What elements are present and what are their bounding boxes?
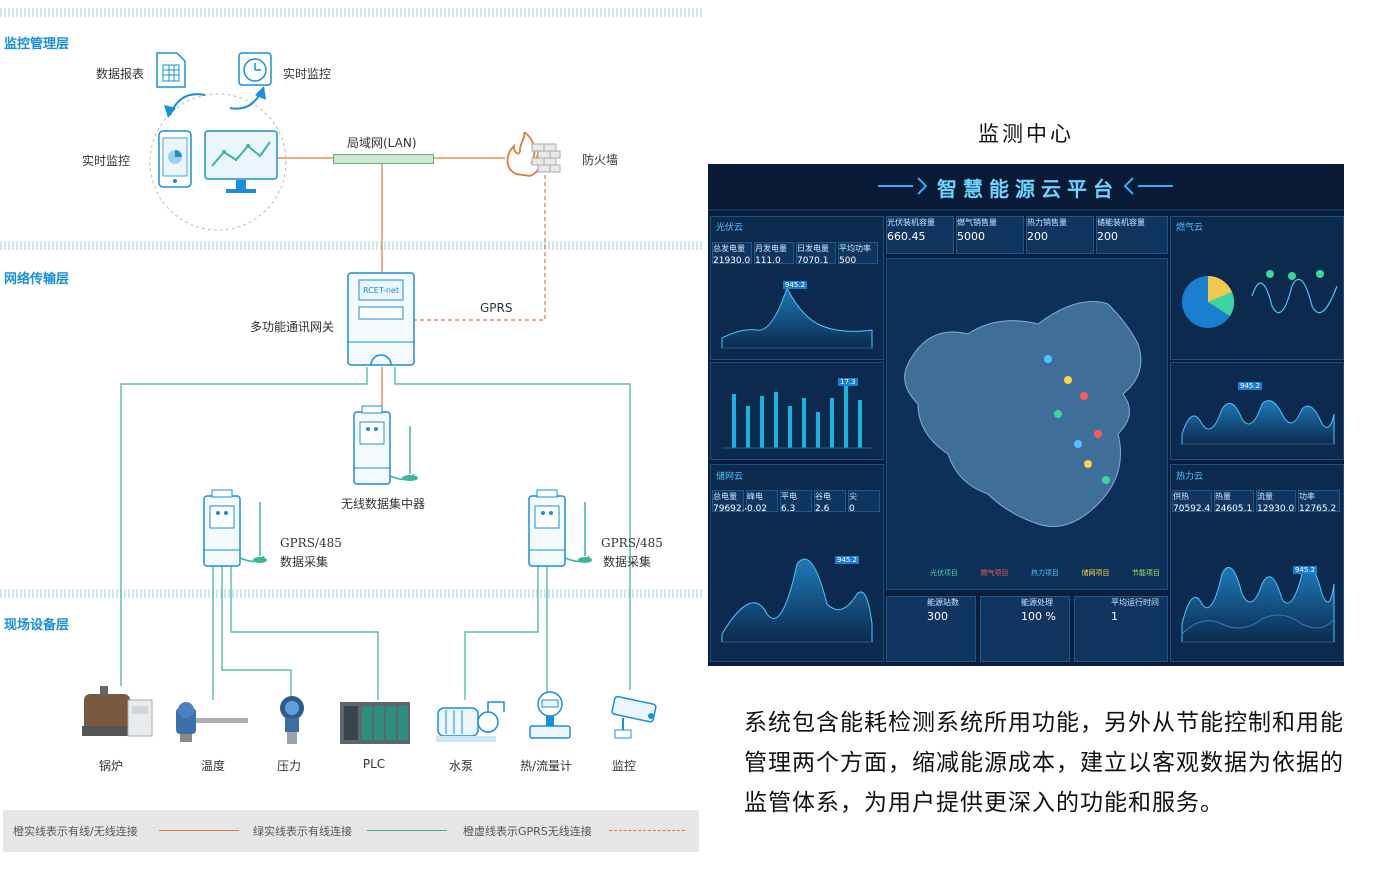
gas-panel-title: 燃气云 bbox=[1176, 223, 1204, 233]
pv-bar-peak-label: 17.3 bbox=[838, 378, 858, 386]
map-legend: 光伏项目 燃气项目 热力项目 储网项目 节能项目 bbox=[930, 568, 1160, 578]
layer-divider bbox=[0, 589, 703, 598]
pv-peak-label: 945.2 bbox=[783, 281, 808, 289]
layer-title-network: 网络传输层 bbox=[4, 272, 70, 287]
pv-area-chart bbox=[721, 286, 873, 349]
pv-panel-title: 光伏云 bbox=[716, 223, 744, 233]
realtime-label-left: 实时监控 bbox=[82, 154, 131, 168]
concentrator-icon bbox=[353, 405, 418, 485]
collector-left-label-2: 数据采集 bbox=[280, 555, 329, 569]
gas-charts bbox=[1182, 270, 1338, 328]
gateway-device-icon bbox=[347, 272, 415, 366]
device-label-temperature: 温度 bbox=[200, 759, 225, 773]
realtime-label-top: 实时监控 bbox=[283, 67, 332, 81]
gateway-screen-text: RCET-net bbox=[363, 286, 399, 295]
map-legend-item: 燃气项目 bbox=[980, 569, 1009, 577]
dashboard-title: 智慧能源云平台 bbox=[937, 177, 1119, 201]
description-caption: 系统包含能耗检测系统所用功能，另外从节能控制和用能管理两个方面，缩减能源成本，建… bbox=[744, 710, 1344, 816]
device-label-pressure: 压力 bbox=[276, 759, 301, 773]
collector-right-label-2: 数据采集 bbox=[603, 555, 652, 569]
device-label-flow-meter: 热/流量计 bbox=[519, 759, 573, 773]
legend-green-solid-label: 绿实线表示有线连接 bbox=[253, 825, 352, 838]
surveillance-camera-icon bbox=[611, 696, 657, 739]
pv-bar-chart bbox=[722, 386, 872, 449]
temperature-sensor-icon bbox=[176, 702, 248, 742]
legend-green-solid-line bbox=[367, 830, 447, 831]
boiler-icon bbox=[82, 686, 153, 737]
map-legend-item: 节能项目 bbox=[1132, 569, 1160, 577]
device-label-plc: PLC bbox=[362, 757, 386, 771]
device-label-water-pump: 水泵 bbox=[448, 759, 473, 773]
legend-orange-dashed-line bbox=[609, 830, 685, 831]
clock-icon bbox=[238, 52, 272, 86]
monitor-center-title: 监测中心 bbox=[978, 122, 1074, 146]
map-legend-item: 热力项目 bbox=[1031, 569, 1059, 577]
heat-panel-title: 热力云 bbox=[1176, 472, 1204, 482]
heat-area-chart bbox=[1181, 566, 1335, 643]
device-label-camera: 监控 bbox=[611, 759, 636, 773]
lan-label: 局域网(LAN) bbox=[347, 136, 417, 150]
firewall-icon bbox=[506, 132, 561, 177]
collector-right-icon bbox=[528, 489, 592, 567]
pressure-sensor-icon bbox=[280, 696, 304, 744]
gas-area-chart bbox=[1181, 400, 1335, 445]
connection-lines bbox=[120, 86, 631, 700]
dashboard-header-decor bbox=[708, 164, 1344, 212]
report-label: 数据报表 bbox=[96, 67, 145, 81]
grid-panel-title: 储网云 bbox=[716, 472, 744, 482]
map-legend-item: 光伏项目 bbox=[930, 569, 958, 577]
legend-orange-dashed-label: 橙虚线表示GPRS无线连接 bbox=[463, 825, 592, 838]
layer-title-field: 现场设备层 bbox=[4, 618, 70, 633]
desktop-monitor-icon bbox=[204, 130, 278, 193]
collector-left-label-1: GPRS/485 bbox=[280, 536, 342, 550]
heat-peak-label: 945.2 bbox=[1293, 566, 1318, 574]
grid-area-chart bbox=[721, 558, 873, 643]
gprs-label: GPRS bbox=[480, 301, 513, 315]
plc-icon bbox=[340, 702, 410, 744]
firewall-label: 防火墙 bbox=[582, 153, 619, 167]
lan-bar bbox=[333, 154, 434, 164]
collector-right-label-1: GPRS/485 bbox=[601, 536, 663, 550]
legend-bar: 橙实线表示有线/无线连接 绿实线表示有线连接 橙虚线表示GPRS无线连接 bbox=[3, 810, 699, 852]
map-legend-item: 储网项目 bbox=[1081, 569, 1110, 577]
concentrator-label: 无线数据集中器 bbox=[341, 497, 426, 511]
report-icon bbox=[156, 52, 186, 88]
grid-peak-label: 945.2 bbox=[835, 556, 860, 564]
legend-orange-solid-label: 橙实线表示有线/无线连接 bbox=[13, 825, 138, 838]
water-pump-icon bbox=[436, 701, 505, 742]
layer-divider bbox=[0, 241, 703, 250]
collector-left-icon bbox=[203, 489, 267, 567]
china-map bbox=[904, 301, 1142, 527]
gas-peak-label: 945.2 bbox=[1238, 382, 1263, 390]
layer-title-monitor: 监控管理层 bbox=[4, 37, 70, 52]
layer-divider bbox=[0, 8, 703, 17]
gateway-label: 多功能通讯网关 bbox=[250, 320, 335, 334]
flow-meter-icon bbox=[529, 691, 571, 739]
device-label-boiler: 锅炉 bbox=[98, 759, 123, 773]
phone-icon bbox=[158, 130, 192, 188]
legend-orange-solid-line bbox=[159, 830, 239, 831]
